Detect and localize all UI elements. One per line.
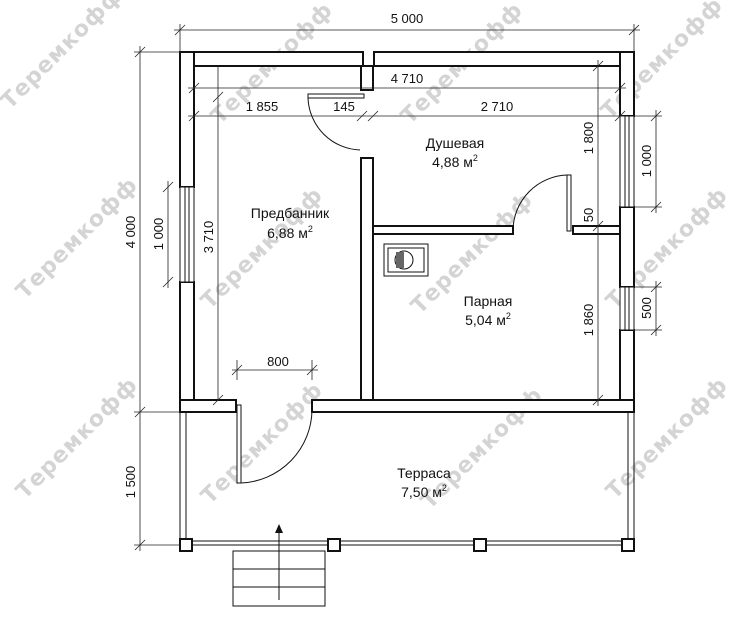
room-terrasa-area: 7,50 м2 (401, 483, 447, 500)
terrace (179, 412, 635, 552)
watermark-1: Теремкофф (0, 0, 128, 114)
room-dushevaya-area: 4,88 м2 (432, 153, 478, 170)
partition-top-stub (360, 65, 374, 91)
room-terrasa-name: Терраса (397, 465, 451, 481)
room-labels: Предбанник 6,88 м2 Душевая 4,88 м2 Парна… (251, 135, 513, 500)
room-parnaya-area: 5,04 м2 (465, 311, 511, 328)
room-predbannik-area: 6,88 м2 (267, 224, 313, 241)
partition-horizontal-left (372, 225, 514, 235)
dim-left-window: 1 000 (151, 218, 166, 251)
windows (179, 115, 635, 331)
door-steam (512, 174, 572, 232)
dim-total-height: 4 000 (123, 216, 138, 249)
room-predbannik-name: Предбанник (251, 205, 330, 221)
partition-horizontal-right (572, 225, 621, 235)
door-shower (307, 93, 365, 151)
stove (383, 243, 429, 277)
window-right-bottom (619, 286, 635, 331)
wall-left-upper (179, 51, 195, 188)
dim-partition: 145 (333, 99, 355, 114)
dim-right-window-top: 1 000 (639, 145, 654, 178)
watermark-6: Теремкофф (197, 378, 329, 510)
walls (179, 51, 635, 413)
wall-top-left (179, 51, 364, 67)
dim-steam-height: 1 860 (581, 304, 596, 337)
dim-shower-width: 2 710 (481, 99, 514, 114)
dim-inner-width: 4 710 (391, 71, 424, 86)
window-right-top (619, 115, 635, 208)
doors (236, 93, 572, 484)
post-2 (327, 538, 341, 552)
dim-door-width: 800 (267, 354, 289, 369)
dim-shower-height: 1 800 (581, 122, 596, 155)
wall-bottom-left (179, 399, 237, 413)
partition-vertical (360, 157, 374, 401)
wall-right-middle (619, 206, 635, 288)
wall-right-upper (619, 51, 635, 117)
window-left (179, 186, 195, 283)
dimension-labels: 5 000 4 710 1 855 145 2 710 800 4 000 1 … (123, 11, 654, 498)
dim-predbannik-width: 1 855 (246, 99, 279, 114)
post-1 (179, 538, 193, 552)
steps (232, 524, 326, 607)
wall-top-right (373, 51, 635, 67)
post-3 (473, 538, 487, 552)
room-parnaya-name: Парная (464, 293, 513, 309)
dimension-lines (134, 24, 662, 551)
door-entrance (236, 404, 313, 484)
dim-inner-height: 3 710 (201, 221, 216, 254)
wall-left-lower (179, 281, 195, 413)
post-4 (621, 538, 635, 552)
dim-partition-thin: 50 (581, 208, 596, 222)
dim-total-width: 5 000 (391, 11, 424, 26)
watermark-5: Теремкофф (197, 183, 329, 315)
dim-terrace-depth: 1 500 (123, 466, 138, 499)
wall-bottom-right (311, 399, 635, 413)
dim-right-window-bottom: 500 (639, 297, 654, 319)
room-dushevaya-name: Душевая (426, 135, 484, 151)
